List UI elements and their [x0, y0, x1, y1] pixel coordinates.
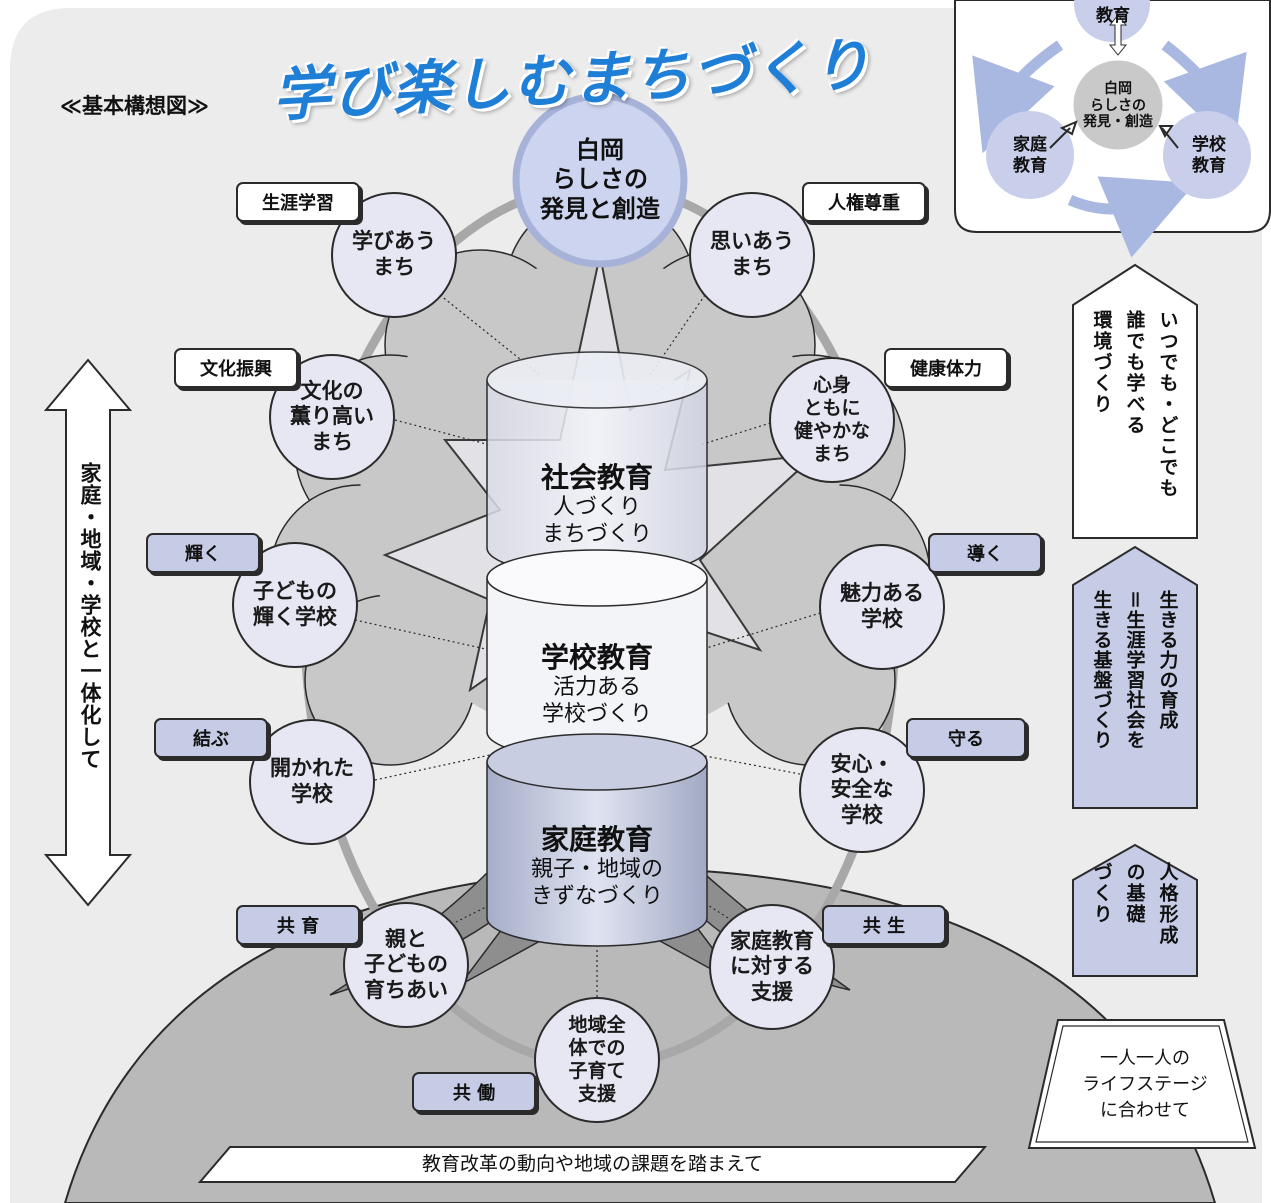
label-bunka: 文化の 薫り高い まち — [290, 378, 374, 454]
circle-oyako — [343, 902, 469, 1028]
tag-michibiku: 導く — [928, 533, 1042, 573]
circle-anshin — [799, 727, 925, 853]
trunk-family-sub: 親子・地域の きずなづくり — [530, 857, 663, 910]
banner-ikiru-line-3: 生きる基盤づくり — [1090, 590, 1113, 750]
banner-jinkaku-line-1: 人格形成 — [1156, 862, 1179, 946]
label-kodomo: 子どもの 輝く学校 — [253, 579, 337, 629]
trunk-social-title: 社会教育 — [540, 461, 653, 495]
circle-shien — [709, 904, 835, 1030]
label-omoiau: 思いあう まち — [710, 229, 794, 279]
inset-left-label: 家庭 教育 — [1013, 135, 1047, 176]
tag-musubu: 結ぶ — [154, 718, 268, 758]
trunk-family-title: 家庭教育 — [540, 823, 653, 857]
banner-ikiru — [1072, 545, 1198, 809]
life-stage-label: 一人一人の ライフステージ に合わせて — [1082, 1047, 1208, 1122]
tag-kyodo: 共 働 — [412, 1072, 536, 1112]
bottom-banner-label: 教育改革の動向や地域の課題を踏まえて — [421, 1152, 764, 1175]
label-chiiki: 地域全 体での 子育て 支援 — [568, 1013, 626, 1106]
circle-shinshin — [769, 357, 895, 483]
cylinder-school — [486, 549, 708, 761]
subtitle: ≪基本構想図≫ — [60, 94, 209, 118]
circle-bunka — [269, 354, 395, 480]
circle-manabiau — [331, 192, 457, 318]
trunk-social: 社会教育 人づくり まちづくり — [487, 445, 707, 565]
trunk-school-title: 学校教育 — [540, 641, 653, 675]
tag-shogai: 生涯学習 — [236, 182, 360, 222]
inset-center-label: 白岡 らしさの 発見・創造 — [1083, 81, 1153, 131]
banner-itsudemo-line-3: 環境づくり — [1090, 310, 1113, 415]
bottom-banner — [197, 1146, 988, 1183]
banner-ikiru-line-2: ＝生涯学習社会を — [1123, 590, 1146, 751]
cylinder-family — [486, 733, 708, 947]
label-oyako: 親と 子どもの 育ちあい — [364, 926, 448, 1002]
trunk-school: 学校教育 活力ある 学校づくり — [487, 630, 707, 740]
label-shinshin: 心身 ともに 健やかな まち — [793, 373, 870, 466]
banner-ikiru-text: 生きる力の育成 ＝生涯学習社会を 生きる基盤づくり — [1083, 590, 1187, 805]
trunk-school-sub: 活力ある 学校づくり — [541, 675, 652, 728]
circle-chiiki — [534, 997, 660, 1123]
label-manabiau: 学びあう まち — [352, 229, 436, 279]
tag-bunka: 文化振興 — [174, 348, 298, 388]
tag-jinken: 人権尊重 — [802, 182, 926, 222]
tag-kagayaku: 輝く — [146, 533, 260, 573]
tag-kyosei: 共 生 — [822, 905, 946, 945]
trunk-social-sub: 人づくり まちづくり — [541, 495, 652, 548]
banner-jinkaku-line-3: づくり — [1090, 862, 1113, 925]
trunk-family: 家庭教育 親子・地域の きずなづくり — [487, 812, 707, 922]
banner-itsudemo-line-2: 誰でも学べる — [1123, 310, 1146, 436]
inset-arrows — [972, 40, 1247, 258]
tag-mamoru: 守る — [906, 718, 1026, 758]
circle-omoiau — [689, 192, 815, 318]
label-hirakareta: 開かれた 学校 — [270, 756, 354, 806]
banner-itsudemo — [1072, 263, 1198, 539]
label-miryoku: 魅力ある 学校 — [840, 581, 924, 631]
tag-kyoiku: 共 育 — [236, 905, 360, 945]
circle-hirakareta — [249, 719, 375, 845]
banner-jinkaku-line-2: の基礎 — [1123, 862, 1146, 925]
left-arrow-label: 家庭・地域・学校と一体化して — [78, 462, 102, 770]
tag-kenko: 健康体力 — [884, 348, 1008, 388]
label-anshin: 安心・ 安全な 学校 — [830, 751, 894, 827]
banner-jinkaku-text: 人格形成 の基礎 づくり — [1083, 862, 1187, 972]
life-stage-box — [1027, 1019, 1257, 1149]
circle-kodomo — [232, 542, 358, 668]
banner-jinkaku — [1072, 843, 1198, 977]
banner-ikiru-line-1: 生きる力の育成 — [1156, 590, 1179, 730]
circle-miryoku — [819, 544, 945, 670]
inset-right-label: 学校 教育 — [1192, 135, 1226, 176]
cylinder-social — [486, 351, 708, 577]
banner-itsudemo-text: いつでも・どこでも 誰でも学べる 環境づくり — [1083, 310, 1187, 535]
center-circle-label: 白岡 らしさの 発見と創造 — [540, 136, 660, 223]
inset-top-label: 教育 — [1096, 5, 1130, 26]
center-circle — [512, 92, 688, 268]
banner-itsudemo-line-1: いつでも・どこでも — [1156, 310, 1179, 499]
label-shien: 家庭教育 に対する 支援 — [730, 928, 814, 1004]
ring-circles — [232, 192, 945, 1123]
left-double-arrow — [43, 358, 133, 907]
